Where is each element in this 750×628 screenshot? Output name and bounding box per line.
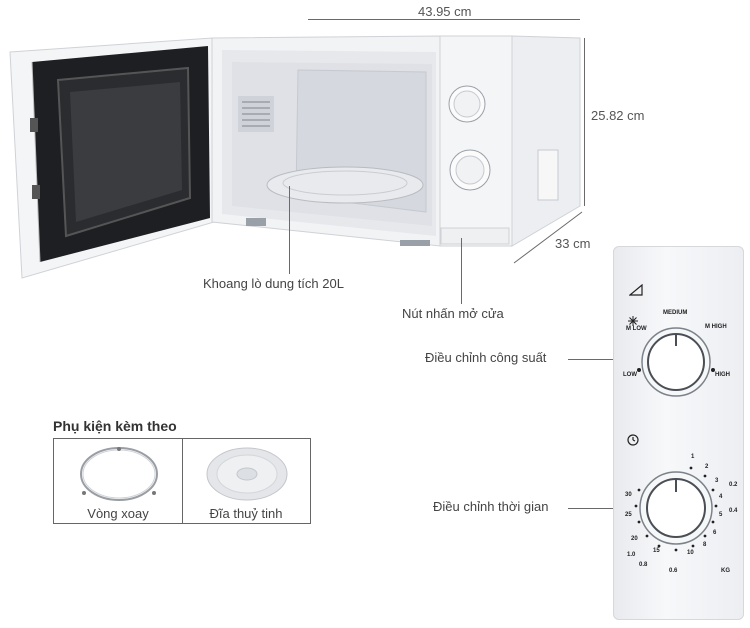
height-dimension-line <box>584 38 585 206</box>
power-label-m-low: M LOW <box>626 326 647 332</box>
control-panel-closeup: M LOW MEDIUM M HIGH LOW HIGH 1 2 3 4 5 6… <box>613 246 744 620</box>
door-button-callout-line <box>461 238 462 304</box>
timer-label-8: 8 <box>703 542 707 548</box>
timer-label-2: 2 <box>705 464 709 470</box>
timer-label-0-2: 0.2 <box>729 482 738 488</box>
depth-dimension-line <box>513 211 583 264</box>
timer-label-4: 4 <box>719 494 723 500</box>
timer-clock-icon <box>627 434 639 446</box>
power-level-icon <box>629 284 643 296</box>
power-label-high: HIGH <box>715 372 730 378</box>
accessory-label: Vòng xoay <box>87 506 149 521</box>
timer-label-1: 1 <box>691 454 695 460</box>
door-button-callout-label: Nút nhấn mở cửa <box>402 306 504 321</box>
roller-ring-image <box>80 447 158 501</box>
power-control-callout-label: Điều chỉnh công suất <box>425 350 547 365</box>
cavity-callout-label: Khoang lò dung tích 20L <box>203 276 344 291</box>
depth-dimension-label: 33 cm <box>555 236 591 251</box>
timer-label-20: 20 <box>631 536 638 542</box>
accessory-label: Đĩa thuỷ tinh <box>209 506 283 521</box>
timer-label-6: 6 <box>713 530 717 536</box>
timer-label-1-0: 1.0 <box>627 552 636 558</box>
power-label-m-high: M HIGH <box>705 324 727 330</box>
width-dimension-line <box>308 19 580 20</box>
timer-label-3: 3 <box>715 478 719 484</box>
accessories-title: Phụ kiện kèm theo <box>53 418 177 434</box>
power-label-low: LOW <box>623 372 637 378</box>
timer-label-kg: KG <box>721 568 730 574</box>
accessory-glass-plate: Đĩa thuỷ tinh <box>182 439 310 523</box>
timer-label-10: 10 <box>687 550 694 556</box>
power-label-medium: MEDIUM <box>663 310 688 316</box>
glass-plate-image <box>206 447 288 501</box>
timer-dial[interactable] <box>631 458 721 568</box>
accessories-table: Vòng xoay Đĩa thuỷ tinh <box>53 438 311 524</box>
cavity-callout-line <box>289 186 290 274</box>
timer-label-30: 30 <box>625 492 632 498</box>
power-dial[interactable] <box>631 324 721 404</box>
accessory-roller-ring: Vòng xoay <box>54 439 183 523</box>
height-dimension-label: 25.82 cm <box>591 108 645 123</box>
width-dimension-label: 43.95 cm <box>418 4 472 19</box>
timer-label-25: 25 <box>625 512 632 518</box>
defrost-snowflake-icon <box>628 316 638 326</box>
timer-label-5: 5 <box>719 512 723 518</box>
timer-control-callout-label: Điều chỉnh thời gian <box>433 499 549 514</box>
timer-label-0-6: 0.6 <box>669 568 678 574</box>
timer-label-15: 15 <box>653 548 660 554</box>
timer-label-0-8: 0.8 <box>639 562 648 568</box>
timer-label-0-4: 0.4 <box>729 508 738 514</box>
